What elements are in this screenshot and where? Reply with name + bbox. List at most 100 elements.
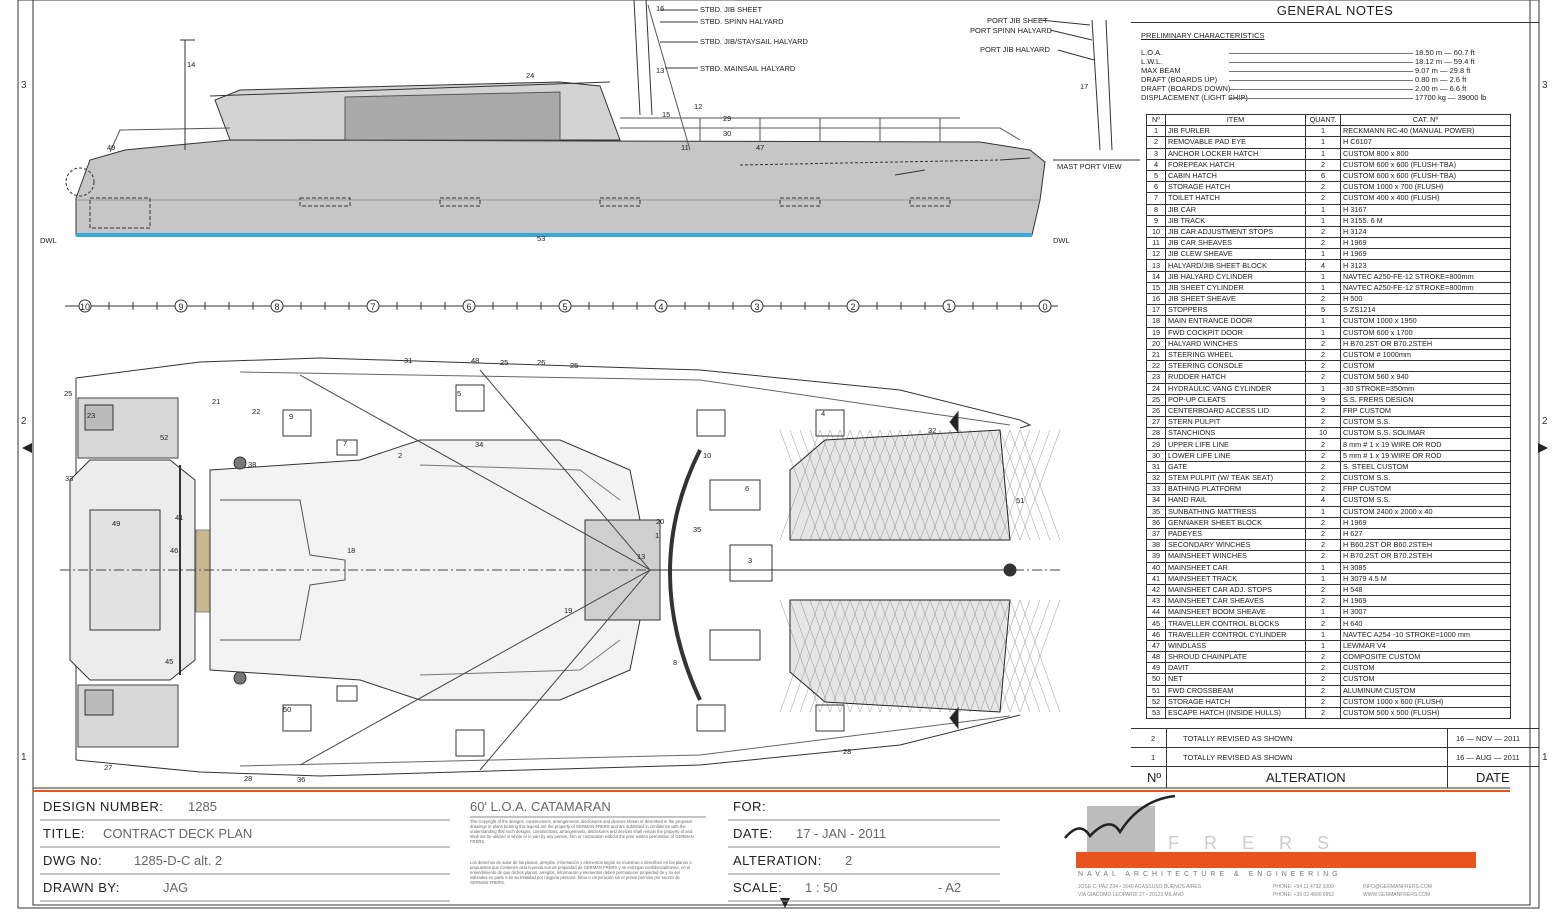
alteration-date: 16 — AUG — 2011 bbox=[1456, 753, 1520, 762]
item-name: STERN PULPIT bbox=[1165, 416, 1306, 429]
plan-callout-19: 19 bbox=[564, 606, 572, 615]
alteration-text: TOTALLY REVISED AS SHOWN bbox=[1183, 734, 1293, 743]
alteration-row: 2 TOTALLY REVISED AS SHOWN 16 — NOV — 20… bbox=[1131, 728, 1539, 747]
drawn-by-label: DRAWN BY: bbox=[43, 880, 120, 895]
item-name: REMOVABLE PAD EYE bbox=[1165, 136, 1306, 149]
station-marker bbox=[174, 299, 188, 313]
general-notes-title: GENERAL NOTES bbox=[1131, 0, 1539, 23]
item-catalog: NAVTEC A254 -10 STROKE=1000 mm bbox=[1340, 628, 1511, 641]
item-catalog: CUSTOM 1000 x 600 (FLUSH) bbox=[1340, 695, 1511, 708]
item-name: STANCHIONS bbox=[1165, 427, 1306, 440]
station-number: 4 bbox=[658, 302, 663, 312]
plan-callout-13: 13 bbox=[637, 552, 645, 561]
station-number: 1 bbox=[946, 302, 951, 312]
item-no: 25 bbox=[1146, 393, 1166, 406]
label-dwl-right: DWL bbox=[1053, 236, 1070, 245]
item-no: 35 bbox=[1146, 505, 1166, 518]
plan-callout-28: 28 bbox=[843, 747, 851, 756]
item-catalog: H C6107 bbox=[1340, 136, 1511, 149]
station-marker bbox=[1038, 299, 1052, 313]
item-catalog: CUSTOM bbox=[1340, 360, 1511, 373]
zone-2: 2 bbox=[21, 416, 27, 427]
item-no: 45 bbox=[1146, 617, 1166, 630]
item-no: 28 bbox=[1146, 427, 1166, 440]
item-name: JIB CAR SHEAVES bbox=[1165, 237, 1306, 250]
plan-callout-18: 18 bbox=[347, 546, 355, 555]
alteration-row: 1 TOTALLY REVISED AS SHOWN 16 — AUG — 20… bbox=[1131, 747, 1539, 766]
item-catalog: H 548 bbox=[1340, 583, 1511, 597]
zone-3-right: 3 bbox=[1542, 80, 1548, 91]
item-catalog: CUSTOM bbox=[1340, 662, 1511, 675]
item-name: MAINSHEET CAR ADJ. STOPS bbox=[1165, 583, 1306, 597]
item-quantity: 2 bbox=[1305, 471, 1341, 485]
callout-13: 13 bbox=[656, 66, 664, 75]
item-quantity: 1 bbox=[1305, 505, 1341, 518]
item-quantity: 1 bbox=[1305, 572, 1341, 585]
item-name: WINDLASS bbox=[1165, 639, 1306, 653]
item-quantity: 6 bbox=[1305, 169, 1341, 183]
item-quantity: 2 bbox=[1305, 225, 1341, 239]
item-name: JIB HALYARD CYLINDER bbox=[1165, 270, 1306, 283]
plan-callout-49: 49 bbox=[112, 519, 120, 528]
plan-callout-4: 4 bbox=[821, 409, 825, 418]
drawn-by: JAG bbox=[163, 880, 189, 895]
item-name: RUDDER HATCH bbox=[1165, 371, 1306, 384]
plan-callout-28: 28 bbox=[244, 774, 252, 783]
zone-2-right: 2 bbox=[1542, 416, 1548, 427]
item-name: HAND RAIL bbox=[1165, 494, 1306, 507]
item-quantity: 1 bbox=[1305, 326, 1341, 339]
item-quantity: 2 bbox=[1305, 460, 1341, 474]
item-catalog: 8 mm # 1 x 19 WIRE OR ROD bbox=[1340, 438, 1511, 451]
item-name: GENNAKER SHEET BLOCK bbox=[1165, 516, 1306, 529]
item-quantity: 1 bbox=[1305, 382, 1341, 395]
item-quantity: 2 bbox=[1305, 158, 1341, 171]
alteration-head-no: Nº bbox=[1147, 770, 1162, 785]
item-no: 15 bbox=[1146, 281, 1166, 295]
item-no: 19 bbox=[1146, 326, 1166, 339]
item-quantity: 2 bbox=[1305, 695, 1341, 708]
item-no: 12 bbox=[1146, 248, 1166, 261]
item-quantity: 4 bbox=[1305, 494, 1341, 507]
item-name: JIB SHEET CYLINDER bbox=[1165, 281, 1306, 295]
item-catalog: H 1969 bbox=[1340, 516, 1511, 529]
alteration-no: 2 bbox=[1151, 734, 1156, 743]
spec-label: DISPLACEMENT (LIGHT SHIP) bbox=[1141, 93, 1248, 102]
alteration-head-date: DATE bbox=[1476, 770, 1510, 785]
item-quantity: 2 bbox=[1305, 292, 1341, 306]
plan-callout-23: 23 bbox=[87, 411, 95, 420]
item-quantity: 1 bbox=[1305, 606, 1341, 619]
item-quantity: 2 bbox=[1305, 192, 1341, 205]
station-marker bbox=[654, 299, 668, 313]
item-quantity: 2 bbox=[1305, 583, 1341, 597]
item-catalog: CUSTOM 800 x 800 bbox=[1340, 147, 1511, 160]
item-no: 38 bbox=[1146, 539, 1166, 552]
callout-47: 47 bbox=[756, 143, 764, 152]
items-table-header: Nº ITEM QUANT. CAT. Nº bbox=[1146, 113, 1511, 127]
station-marker bbox=[78, 299, 92, 313]
item-quantity: 5 bbox=[1305, 304, 1341, 317]
item-name: POP-UP CLEATS bbox=[1165, 393, 1306, 406]
label-mast-port-view: MAST PORT VIEW bbox=[1057, 162, 1123, 171]
station-marker bbox=[270, 299, 284, 313]
title-block: DESIGN NUMBER: 1285 TITLE: CONTRACT DECK… bbox=[33, 788, 1510, 906]
item-quantity: 2 bbox=[1305, 650, 1341, 664]
item-quantity: 2 bbox=[1305, 449, 1341, 462]
item-name: TRAVELLER CONTROL BLOCKS bbox=[1165, 617, 1306, 630]
station-number: 5 bbox=[562, 302, 567, 312]
